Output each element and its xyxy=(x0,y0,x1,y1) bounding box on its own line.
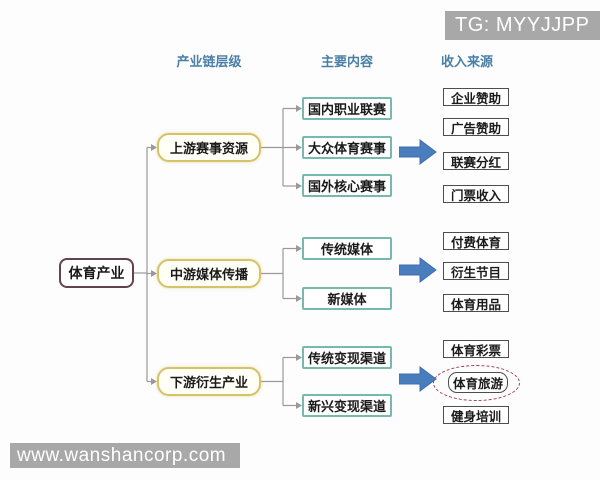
revenue-node: 广告赞助 xyxy=(443,118,509,136)
revenue-node: 健身培训 xyxy=(443,406,509,424)
content-node: 传统媒体 xyxy=(302,237,392,260)
content-node: 传统变现渠道 xyxy=(302,346,392,369)
content-node: 新兴变现渠道 xyxy=(302,394,392,417)
revenue-node: 体育彩票 xyxy=(443,340,509,358)
level-node-upstream: 上游赛事资源 xyxy=(157,133,261,162)
flow-arrow-icon xyxy=(399,366,437,392)
revenue-node: 衍生节目 xyxy=(443,262,509,280)
flow-arrow-icon xyxy=(399,139,437,165)
watermark-bottom-left: www.wanshancorp.com xyxy=(10,443,240,468)
watermark-top-right: TG: MYYJJPP xyxy=(445,11,600,40)
revenue-node: 联赛分红 xyxy=(443,152,509,170)
column-header-level: 产业链层级 xyxy=(176,54,242,69)
level-node-downstream: 下游衍生产业 xyxy=(157,367,261,396)
revenue-node: 门票收入 xyxy=(443,185,509,203)
revenue-node: 体育用品 xyxy=(443,294,509,312)
content-node: 国内职业联赛 xyxy=(302,97,392,120)
revenue-node: 企业赞助 xyxy=(443,88,509,106)
content-node: 国外核心赛事 xyxy=(302,174,392,197)
flow-arrow-icon xyxy=(399,257,437,283)
root-node-sports-industry: 体育产业 xyxy=(59,258,134,288)
level-node-midstream: 中游媒体传播 xyxy=(157,259,261,288)
content-node: 新媒体 xyxy=(302,287,392,310)
content-node: 大众体育赛事 xyxy=(302,136,392,159)
highlight-ellipse xyxy=(433,365,520,401)
revenue-node-highlighted: 体育旅游 xyxy=(448,372,508,393)
column-header-revenue: 收入来源 xyxy=(440,54,493,69)
revenue-node: 付费体育 xyxy=(443,232,509,250)
column-header-content: 主要内容 xyxy=(320,54,373,69)
